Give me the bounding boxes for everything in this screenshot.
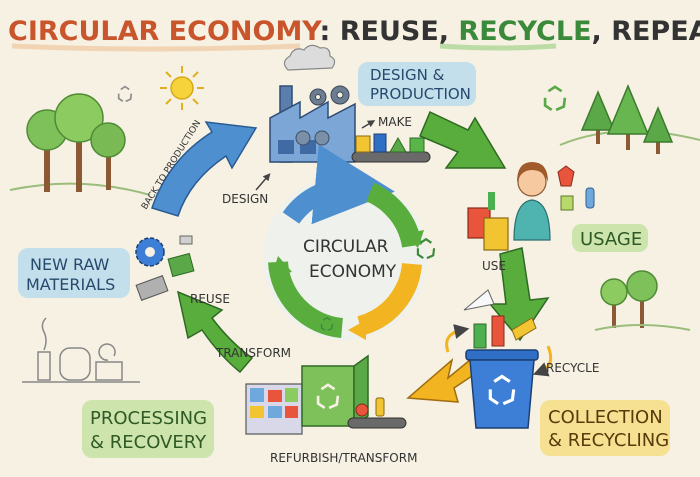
tree-icon (90, 122, 126, 190)
raw-materials-pile (135, 235, 195, 301)
industrial-sketch (22, 317, 140, 383)
recycling-bin-icon (463, 289, 539, 429)
stage-label-usage: USAGE (580, 229, 642, 250)
bin-loop-arrow-right (532, 345, 553, 377)
bin-loop-arrow-left (445, 324, 470, 353)
inner-arc-blue (282, 144, 395, 225)
step-label-design: DESIGN (222, 192, 268, 206)
design-production-label-bg (358, 62, 476, 106)
stage-label-design-production-1: DESIGN & (370, 66, 445, 84)
recycle-icon (543, 85, 567, 112)
inner-arc-yellow (357, 262, 422, 336)
stage-label-collection-1: COLLECTION (548, 407, 663, 428)
step-label-recycle: RECYCLE (546, 361, 599, 375)
recycle-icon (117, 85, 133, 103)
tree-icon (54, 93, 104, 192)
tree-icon (580, 90, 616, 144)
processing-label-bg (82, 400, 214, 458)
arrow-production-to-usage (419, 110, 507, 169)
woman-shopper-icon (467, 162, 595, 251)
step-label-refurbish: REFURBISH/TRANSFORM (270, 451, 417, 465)
tree-icon (642, 106, 674, 154)
inner-arrowhead-yellow (348, 320, 366, 340)
gear-icon (135, 237, 165, 267)
arrow-processing-to-raw (176, 290, 254, 374)
stage-label-processing-1: PROCESSING (90, 408, 207, 429)
usage-label-bg (572, 224, 648, 252)
title-underline-orange (11, 43, 301, 52)
title-part-recycle: RECYCLE (458, 16, 591, 47)
step-label-reuse: REUSE (190, 292, 230, 306)
conveyor-belt (351, 133, 431, 163)
compactor-machine-icon (245, 354, 407, 435)
center-halo (263, 176, 427, 340)
stage-label-design-production-2: PRODUCTION (370, 85, 471, 103)
stage-label-raw-materials-1: NEW RAW (30, 255, 110, 274)
title-part-circular-economy: CIRCULAR ECONOMY (8, 16, 322, 47)
stage-label-raw-materials-2: MATERIALS (26, 275, 115, 294)
arrow-collection-to-processing (406, 357, 480, 403)
title-part-reuse: : REUSE, (320, 16, 459, 47)
gear-icon (309, 85, 350, 106)
step-label-transform: TRANSFORM (215, 346, 291, 360)
inner-arrowhead-green (404, 230, 424, 248)
stage-label-collection-2: & RECYCLING (548, 430, 669, 451)
sun-icon (160, 66, 204, 110)
inner-arrowhead-lower-green (272, 256, 292, 276)
tree-icon (594, 270, 691, 331)
title-part-repeat: , REPEAT! (592, 16, 700, 47)
step-label-make: MAKE (378, 115, 412, 129)
design-pointer (255, 173, 271, 191)
title-underline-green (439, 43, 557, 51)
arrow-raw-to-production (151, 121, 258, 217)
center-label-2: ECONOMY (309, 262, 397, 282)
make-pointer (361, 120, 376, 129)
page-title: CIRCULAR ECONOMY: REUSE, RECYCLE, REPEAT… (8, 16, 700, 47)
factory-icon (269, 44, 356, 163)
stage-label-processing-2: & RECOVERY (90, 432, 207, 453)
step-label-use: USE (482, 259, 506, 273)
center-label-1: CIRCULAR (303, 237, 389, 257)
tree-icon (606, 84, 650, 150)
raw-materials-label-bg (18, 248, 130, 298)
collection-label-bg (540, 400, 670, 456)
